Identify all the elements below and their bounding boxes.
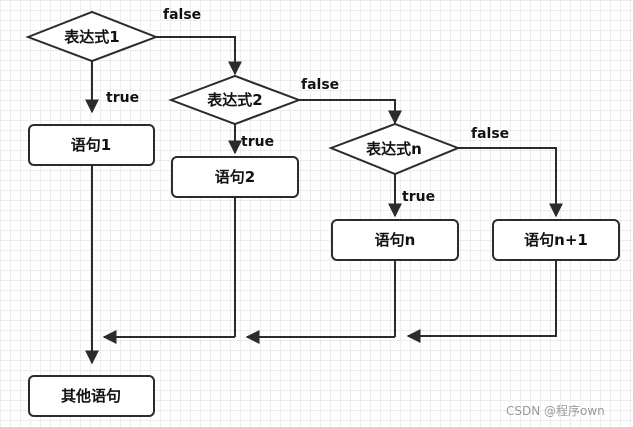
statement-1: 语句1 [28, 124, 155, 166]
edge-cond2-false [299, 99, 402, 125]
edge-cond1-false [156, 36, 242, 76]
statement-1-label: 语句1 [71, 136, 111, 154]
statement-n-plus-1-label: 语句n+1 [524, 231, 588, 249]
edge-condn-false [458, 147, 563, 218]
statement-n: 语句n [331, 219, 459, 261]
false-label-n: false [471, 126, 509, 142]
statement-other: 其他语句 [28, 375, 155, 417]
connectors [85, 36, 563, 365]
statement-2: 语句2 [171, 156, 299, 198]
statement-n-plus-1: 语句n+1 [492, 219, 620, 261]
edge-stmtn1-down [406, 261, 557, 343]
true-label-n: true [402, 189, 435, 205]
decision-expr1: 表达式1 [25, 10, 159, 63]
decision-expr1-label: 表达式1 [64, 28, 119, 46]
decision-exprn-label: 表达式n [366, 140, 422, 158]
decision-exprn: 表达式n [328, 122, 461, 176]
false-label-2: false [301, 77, 339, 93]
decision-expr2: 表达式2 [168, 74, 302, 126]
statement-n-label: 语句n [375, 231, 416, 249]
decision-expr2-label: 表达式2 [207, 91, 262, 109]
true-label-1: true [106, 90, 139, 106]
statement-2-label: 语句2 [215, 168, 255, 186]
watermark: CSDN @程序own [506, 403, 605, 418]
true-label-2: true [241, 134, 274, 150]
false-label-1: false [163, 7, 201, 23]
statement-other-label: 其他语句 [61, 387, 121, 405]
